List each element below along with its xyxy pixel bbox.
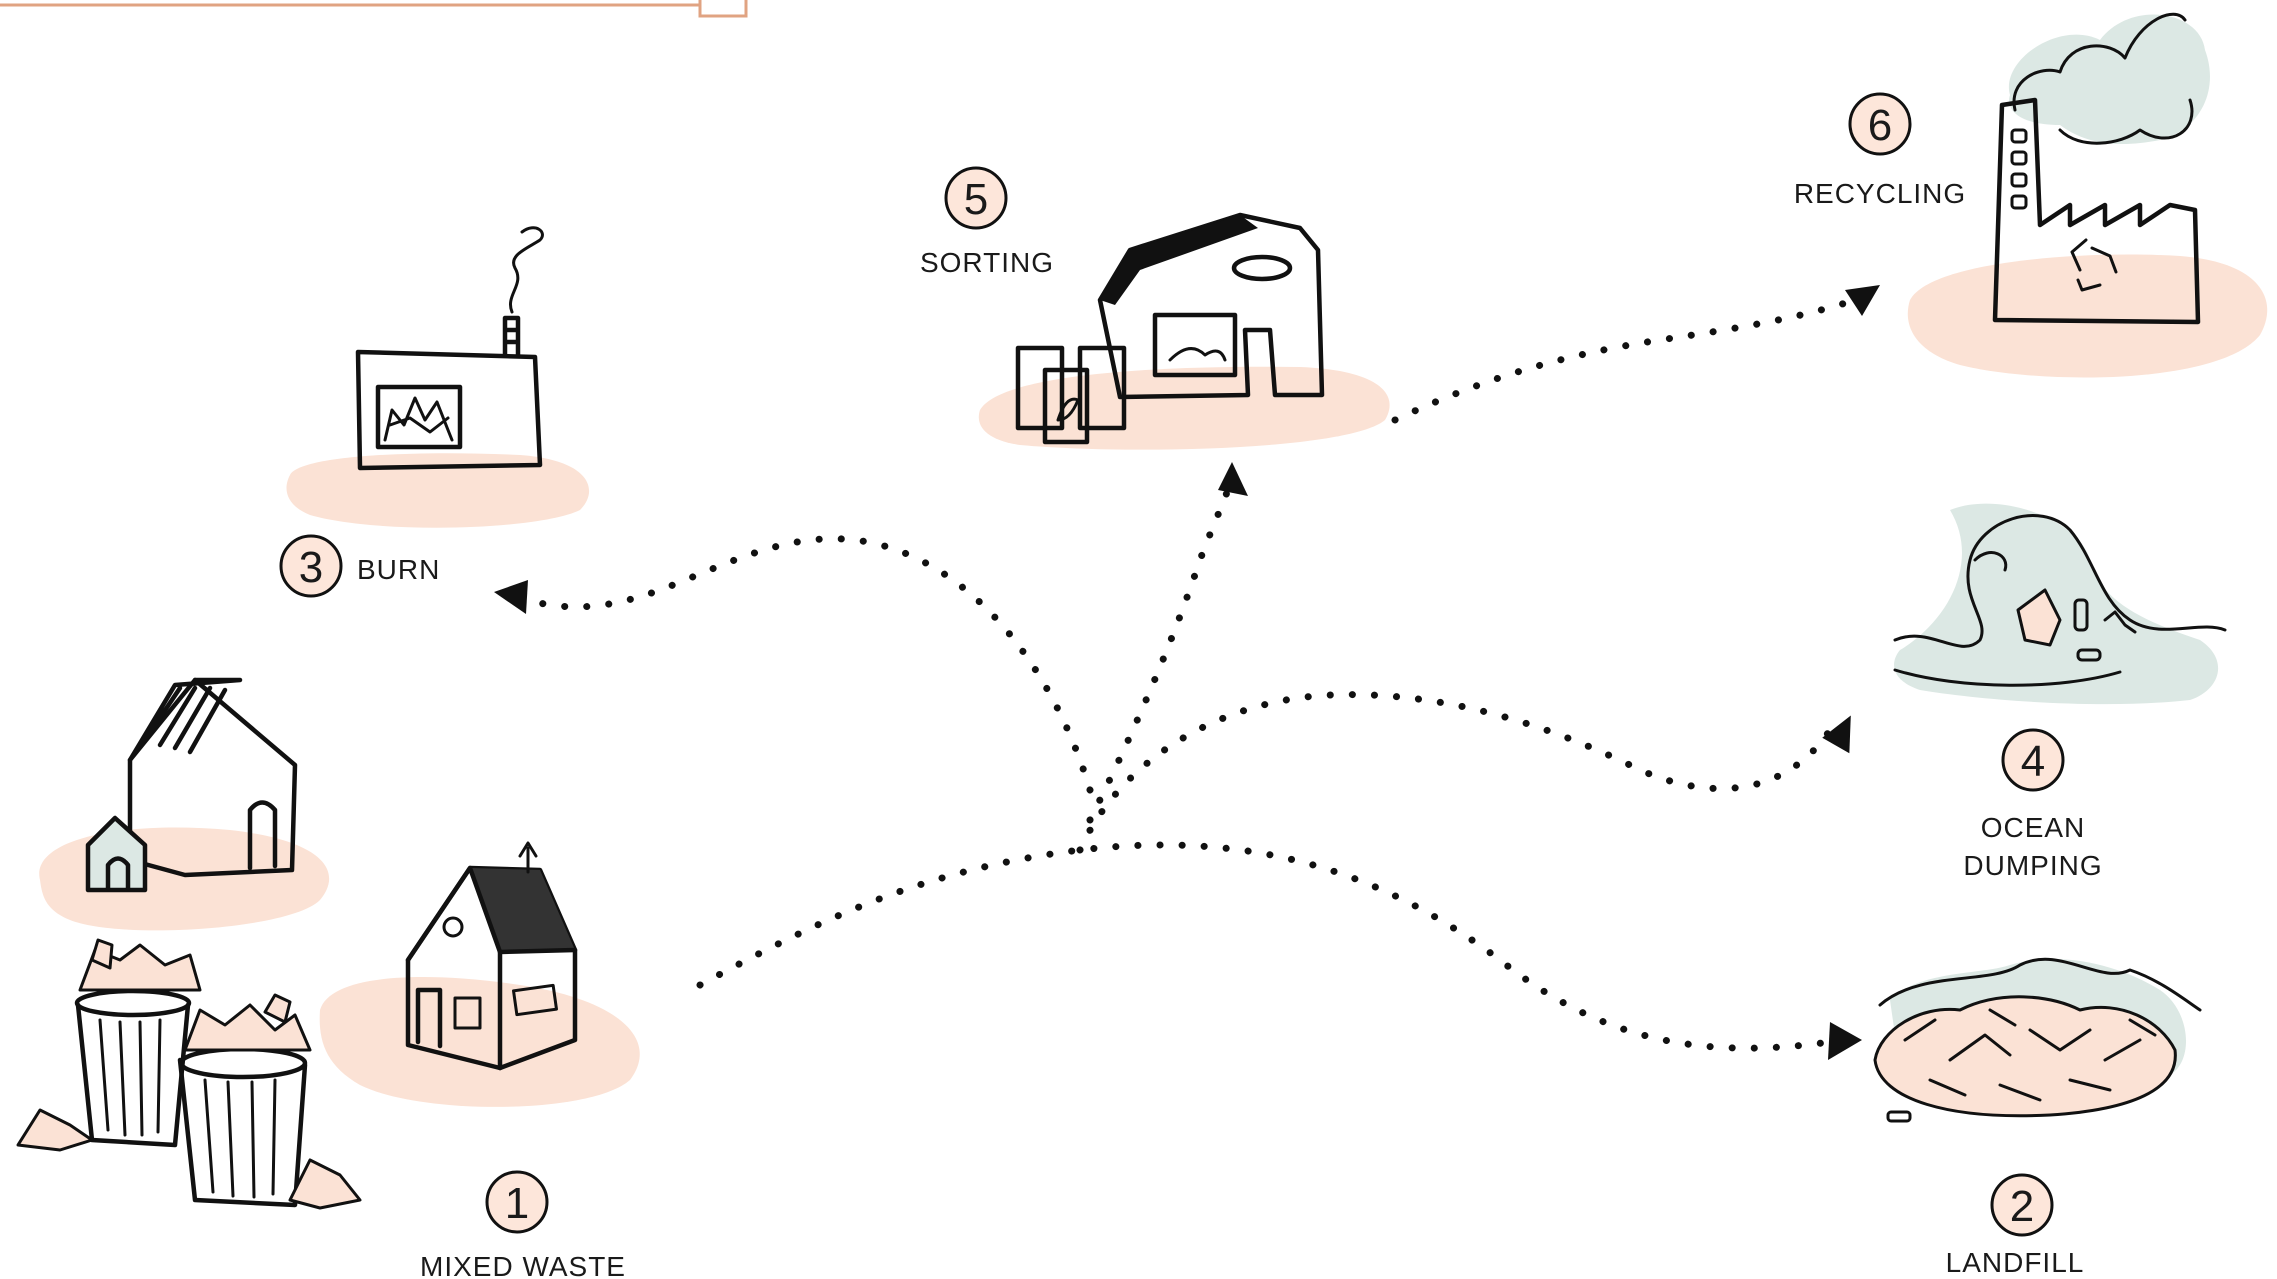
arrow-to-ocean bbox=[1080, 695, 1830, 850]
stage-4-label: OCEAN bbox=[1981, 812, 2086, 843]
stage-1-marker: 1 MIXED WASTE bbox=[420, 1172, 626, 1279]
stage-4-label-line2: DUMPING bbox=[1963, 850, 2102, 881]
house-with-chimney-icon bbox=[320, 843, 640, 1107]
arrow-to-burn bbox=[520, 539, 1090, 790]
arrow-to-recycling bbox=[1395, 300, 1855, 420]
stage-5-label: SORTING bbox=[920, 247, 1054, 278]
trash-can-icon bbox=[18, 940, 360, 1208]
stage-3-number: 3 bbox=[299, 543, 323, 592]
stage-1-number: 1 bbox=[505, 1179, 529, 1228]
stage-2-label: LANDFILL bbox=[1946, 1247, 2085, 1278]
stage-3-marker: 3 BURN bbox=[281, 536, 440, 596]
ocean-wave-icon bbox=[1894, 504, 2225, 705]
arrow-to-sorting bbox=[1090, 478, 1232, 820]
arrowhead-recycling bbox=[1845, 285, 1880, 316]
incinerator-icon bbox=[287, 228, 590, 528]
arrow-to-landfill bbox=[700, 845, 1830, 1048]
house-icon bbox=[39, 680, 329, 930]
stage-4-marker: 4 OCEAN DUMPING bbox=[1963, 730, 2102, 881]
stage-6-number: 6 bbox=[1868, 101, 1892, 150]
stage-3-label: BURN bbox=[357, 554, 440, 585]
stage-4-number: 4 bbox=[2021, 737, 2045, 786]
arrowhead-burn bbox=[494, 580, 528, 614]
stage-2-marker: 2 LANDFILL bbox=[1946, 1175, 2085, 1278]
landfill-pile-icon bbox=[1875, 959, 2200, 1121]
frame-corner bbox=[0, 0, 746, 16]
stage-5-number: 5 bbox=[964, 175, 988, 224]
stage-2-number: 2 bbox=[2010, 1182, 2034, 1231]
stage-6-label: RECYCLING bbox=[1794, 178, 1966, 209]
arrowhead-sorting bbox=[1218, 462, 1248, 496]
arrowhead-ocean bbox=[1819, 715, 1857, 757]
stage-1-label: MIXED WASTE bbox=[420, 1251, 626, 1279]
stage-5-marker: 5 SORTING bbox=[920, 168, 1054, 278]
stage-6-marker: 6 RECYCLING bbox=[1794, 94, 1966, 209]
arrowhead-landfill bbox=[1828, 1022, 1862, 1060]
